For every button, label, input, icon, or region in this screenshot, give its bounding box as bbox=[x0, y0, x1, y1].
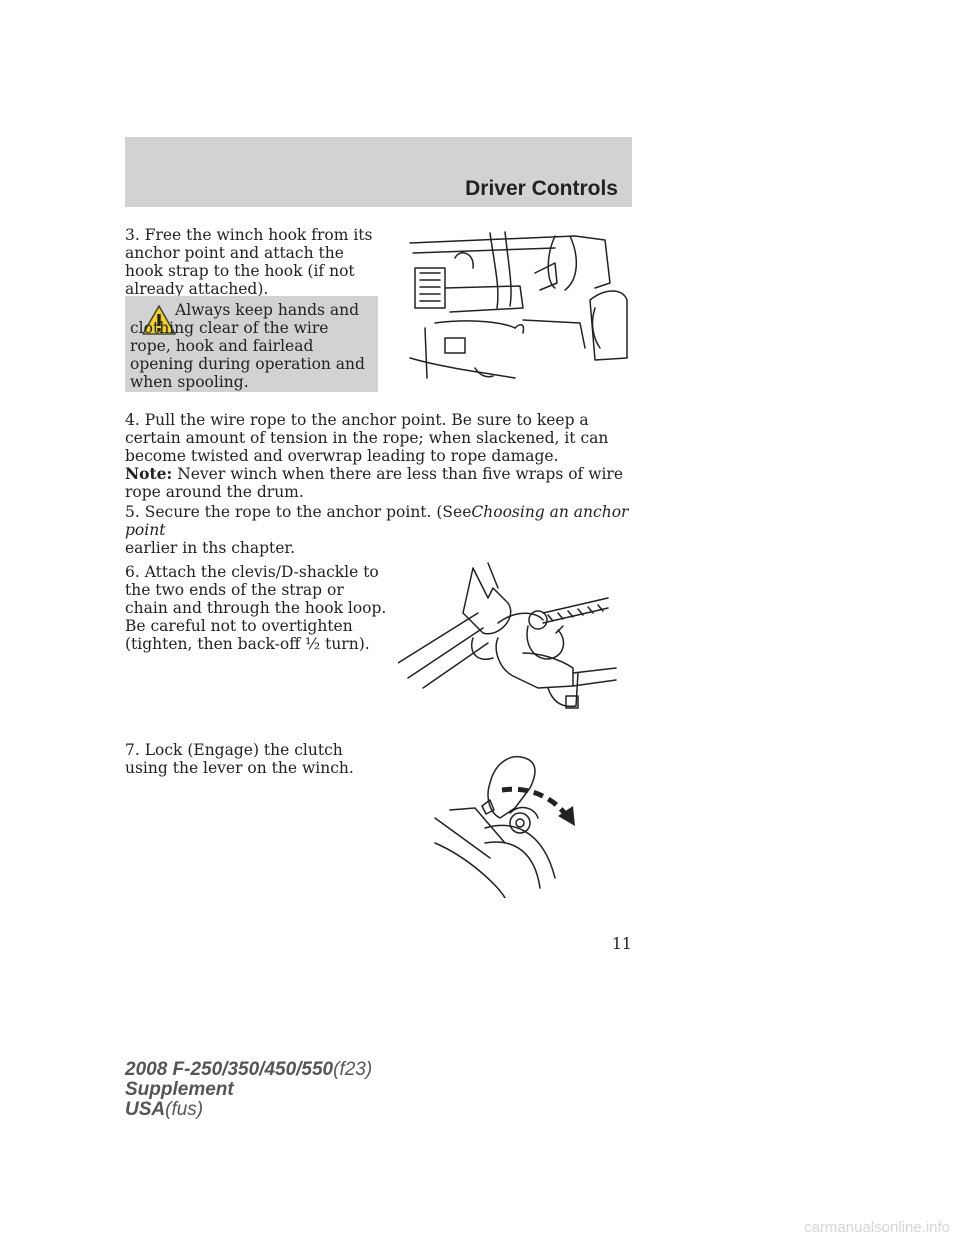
section-header-band: Driver Controls bbox=[125, 137, 632, 207]
step-5-lead: 5. Secure the rope to the anchor point. … bbox=[125, 503, 472, 521]
warning-box: Always keep hands and clothing clear of … bbox=[125, 296, 378, 392]
footer-region: USA bbox=[125, 1099, 166, 1120]
step-5-reference: Choosing an anchor point bbox=[125, 503, 629, 539]
page-number: 11 bbox=[612, 935, 632, 953]
footer-region-code: (fus) bbox=[165, 1099, 204, 1120]
watermark: carmanualsonline.info bbox=[804, 1219, 950, 1236]
step-4-body: 4. Pull the wire rope to the anchor poin… bbox=[125, 411, 609, 465]
footer-line-region: USA(fus) bbox=[125, 1100, 372, 1120]
note-text: Never winch when there are less than fiv… bbox=[125, 465, 624, 501]
footer-line-supplement: Supplement bbox=[125, 1079, 234, 1100]
clevis-shackle-illustration bbox=[398, 562, 617, 709]
footer-model-code: (f23) bbox=[333, 1059, 373, 1080]
step-7-text: 7. Lock (Engage) the clutch using the le… bbox=[125, 741, 354, 777]
warning-triangle-icon bbox=[142, 305, 176, 335]
warning-text: Always keep hands and clothing clear of … bbox=[130, 301, 365, 391]
winch-hook-illustration bbox=[409, 231, 628, 379]
step-5-tail: earlier in ths chapter. bbox=[125, 539, 296, 557]
footer-model: 2008 F-250/350/450/550 bbox=[125, 1059, 334, 1080]
section-title: Driver Controls bbox=[465, 177, 618, 200]
document-footer: 2008 F-250/350/450/550(f23) Supplement U… bbox=[125, 1060, 372, 1120]
step-3-text: 3. Free the winch hook from its anchor p… bbox=[125, 226, 373, 298]
footer-line-model: 2008 F-250/350/450/550(f23) bbox=[125, 1060, 372, 1080]
note-label: Note: bbox=[125, 464, 173, 483]
step-5-text: 5. Secure the rope to the anchor point. … bbox=[125, 503, 645, 557]
step-6-text: 6. Attach the clevis/D-shackle to the tw… bbox=[125, 563, 387, 653]
clutch-lever-illustration bbox=[434, 756, 575, 898]
step-4-text: 4. Pull the wire rope to the anchor poin… bbox=[125, 411, 645, 501]
